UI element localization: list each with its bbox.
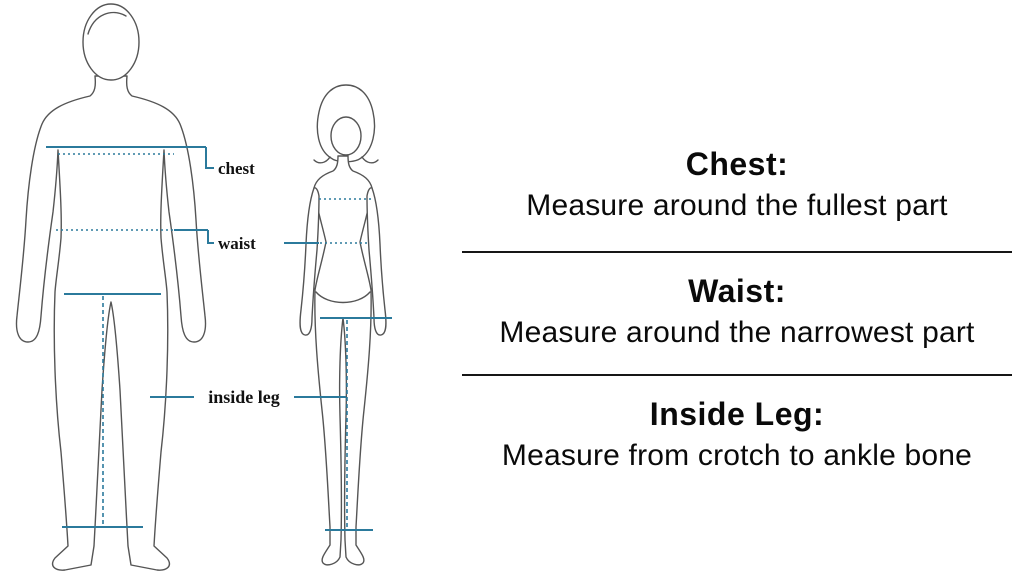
female-arm-left xyxy=(299,187,320,336)
instruction-chest: Chest: Measure around the fullest part xyxy=(462,146,1012,251)
waist-label: waist xyxy=(218,234,256,253)
instruction-inside-leg: Inside Leg: Measure from crotch to ankle… xyxy=(462,376,1012,497)
female-head xyxy=(330,116,362,156)
female-figure xyxy=(313,155,373,566)
instruction-waist-title: Waist: xyxy=(688,273,786,309)
instruction-waist: Waist: Measure around the narrowest part xyxy=(462,253,1012,374)
chest-label-bracket xyxy=(205,147,214,169)
instruction-inside-leg-title: Inside Leg: xyxy=(649,396,825,432)
instruction-chest-description: Measure around the fullest part xyxy=(526,189,948,222)
instruction-waist-description: Measure around the narrowest part xyxy=(499,316,975,349)
diagram-labels: chest waist inside leg xyxy=(208,159,280,407)
divider-2 xyxy=(462,374,1012,376)
measurement-lines xyxy=(46,146,392,531)
female-hair-curl-left xyxy=(313,156,331,164)
instruction-inside-leg-description: Measure from crotch to ankle bone xyxy=(501,439,973,472)
measurement-diagram: chest waist inside leg xyxy=(15,3,392,571)
waist-label-bracket xyxy=(207,230,214,244)
male-hairline xyxy=(87,11,127,35)
male-figure xyxy=(15,75,207,571)
female-hair-curl-right xyxy=(361,156,379,164)
figures xyxy=(15,3,387,571)
female-arm-right xyxy=(366,187,387,336)
instructions-panel: Chest: Measure around the fullest part W… xyxy=(462,0,1012,586)
inside-leg-label: inside leg xyxy=(208,387,280,407)
chest-label: chest xyxy=(218,159,255,178)
male-head xyxy=(82,3,140,81)
divider-1 xyxy=(462,251,1012,253)
female-swimsuit-line xyxy=(315,291,371,304)
instruction-chest-title: Chest: xyxy=(685,146,789,182)
